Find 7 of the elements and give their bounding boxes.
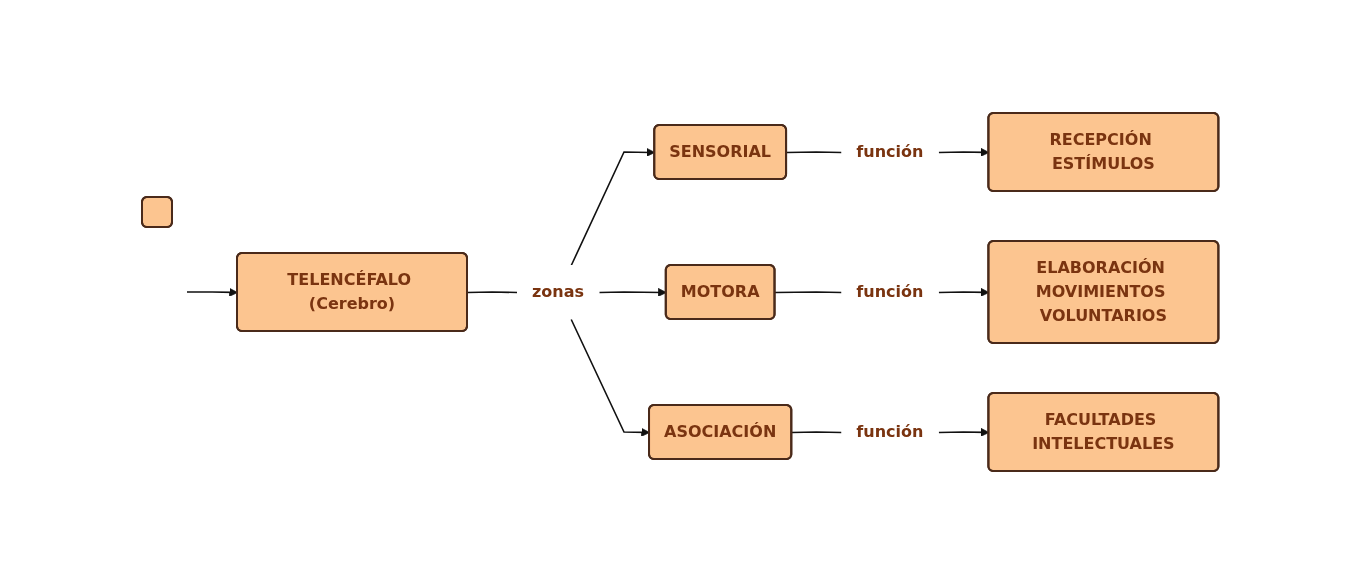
node-text: función (856, 421, 924, 441)
connector (774, 290, 843, 293)
node-text: zonas (531, 281, 584, 301)
node-text: función (856, 141, 924, 161)
connector (785, 150, 843, 153)
arrow (570, 147, 655, 266)
node-text: función (856, 281, 924, 301)
